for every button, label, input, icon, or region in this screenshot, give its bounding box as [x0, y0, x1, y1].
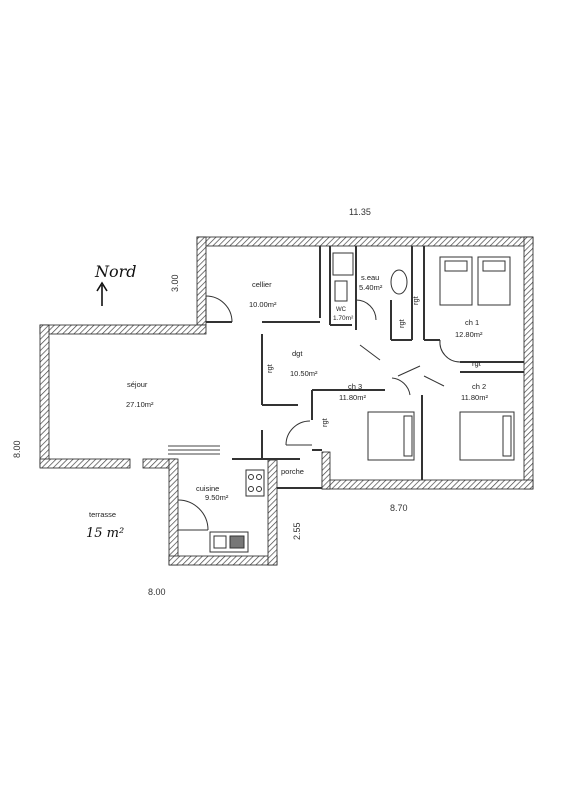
dimension-right: 8.70: [390, 503, 408, 513]
room-ch3-area: 11.80m²: [339, 393, 366, 402]
room-dgt-name: dgt: [292, 349, 303, 358]
room-labels: cellier 10.00m² s.eau 5.40m² WC 1.70m² c…: [86, 273, 488, 541]
room-ch1-name: ch 1: [465, 318, 479, 327]
room-seau-area: 5.40m²: [359, 283, 383, 292]
dimension-porch: 2.55: [292, 522, 302, 540]
kitchen-fixtures: [209, 469, 265, 553]
compass-label: Nord: [94, 262, 137, 281]
storage-labels: rgt rgt rgt rgt rgt: [265, 295, 482, 427]
room-porche-name: porche: [281, 467, 304, 476]
room-wc-name: WC: [336, 307, 347, 313]
rgt-label-dgt: rgt: [265, 363, 274, 373]
room-cellier-name: cellier: [252, 280, 272, 289]
interior-walls: [206, 246, 524, 489]
beds: [367, 256, 515, 461]
dimensions: 11.35 3.00 8.00 8.00 8.70 2.55: [12, 207, 408, 597]
dimension-top: 11.35: [349, 207, 371, 217]
room-sejour-name: séjour: [127, 380, 148, 389]
room-dgt-area: 10.50m²: [290, 369, 318, 378]
bathroom-fixtures: [332, 252, 408, 302]
dimension-left: 8.00: [12, 440, 22, 458]
room-cellier-area: 10.00m²: [249, 300, 277, 309]
exterior-walls: [39, 236, 534, 566]
door-swings: [177, 295, 461, 531]
dimension-bottom: 8.00: [148, 587, 166, 597]
fireplace: [168, 445, 220, 455]
dimension-cellier: 3.00: [170, 274, 180, 292]
room-cuisine-area: 9.50m²: [205, 493, 229, 502]
rgt-label-ch2: rgt: [472, 359, 482, 368]
rgt-label-ch3: rgt: [320, 417, 329, 427]
room-terrasse-name: terrasse: [89, 510, 116, 519]
room-ch1-area: 12.80m²: [455, 330, 483, 339]
room-seau-name: s.eau: [361, 273, 379, 282]
room-wc-area: 1.70m²: [333, 315, 354, 322]
rgt-label-seau: rgt: [397, 318, 406, 328]
room-terrasse-area: 15 m²: [86, 526, 124, 541]
room-ch3-name: ch 3: [348, 382, 362, 391]
room-ch2-area: 11.80m²: [461, 393, 488, 402]
rgt-label-ch1: rgt: [411, 295, 420, 305]
room-sejour-area: 27.10m²: [126, 400, 154, 409]
room-ch2-name: ch 2: [472, 382, 486, 391]
north-compass: Nord: [94, 262, 137, 306]
room-cuisine-name: cuisine: [196, 484, 219, 493]
